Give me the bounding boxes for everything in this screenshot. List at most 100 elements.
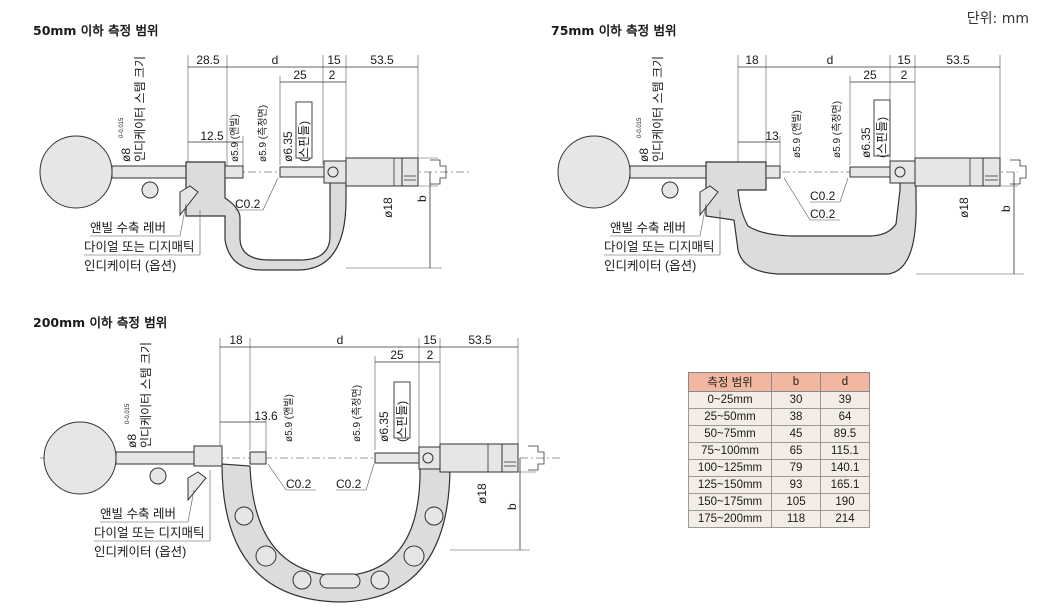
table-cell: 190 <box>820 493 870 511</box>
dim-sub-2: 2 <box>901 68 908 82</box>
dim-top-d: d <box>337 333 344 347</box>
diagram-title-200: 200mm 이하 측정 범위 <box>33 315 168 330</box>
label-chamfer: C0.2 <box>286 477 312 491</box>
label-stem-tol: 0-0.015 <box>119 117 125 138</box>
dim-sub-2: 2 <box>329 68 336 82</box>
table-cell: 38 <box>771 408 821 426</box>
label-thimble-diam: ø18 <box>381 197 395 218</box>
table-cell: 75~100mm <box>688 442 772 460</box>
dim-top-1: 18 <box>229 333 243 347</box>
dim-sub-25: 25 <box>293 68 307 82</box>
dim-small: 13 <box>765 129 779 143</box>
dim-top-1: 28.5 <box>196 53 220 67</box>
table-cell: 39 <box>820 391 870 409</box>
label-b: b <box>505 503 519 510</box>
label-spindle-diam: ø6.35 <box>377 411 391 442</box>
label-stem-size: 인디케이터 스템 크기 <box>133 56 147 162</box>
unit-label: 단위: mm <box>966 11 1029 27</box>
callout-dial: 다이얼 또는 디지매틱 <box>84 240 194 254</box>
label-anvil-diam: ø5.9 (앤빌) <box>283 394 295 442</box>
label-stem-diam: ø8 <box>637 148 651 162</box>
table-cell: 45 <box>771 425 821 443</box>
dim-top-3: 15 <box>327 53 341 67</box>
dim-top-3: 15 <box>423 333 437 347</box>
table-cell: 150~175mm <box>688 493 772 511</box>
callout-lever: 앤빌 수축 레버 <box>100 507 176 521</box>
diagram-title-50: 50mm 이하 측정 범위 <box>33 23 159 38</box>
micrometer-drawing-200: 18 d 15 53.5 25 2 13.6 ø5.9 (앤빌) ø5.9 (측… <box>40 333 560 603</box>
table-cell: 65 <box>771 442 821 460</box>
callout-indicator: 인디케이터 (옵션) <box>94 545 186 559</box>
table-header: d <box>820 372 870 392</box>
callout-lever: 앤빌 수축 레버 <box>90 221 166 235</box>
label-face-diam: ø5.9 (측정면) <box>257 105 269 162</box>
dim-top-1: 18 <box>745 53 759 67</box>
label-spindle-diam: ø6.35 <box>859 127 873 158</box>
dim-top-3: 15 <box>897 53 911 67</box>
callout-indicator: 인디케이터 (옵션) <box>604 259 696 273</box>
table-cell: 140.1 <box>820 459 870 477</box>
micrometer-drawing-50: 28.5 d 15 53.5 25 2 12.5 ø5.9 (앤빌) ø5.9 … <box>39 53 470 273</box>
table-cell: 118 <box>771 510 821 528</box>
table-cell: 25~50mm <box>688 408 772 426</box>
label-thimble-diam: ø18 <box>957 197 971 218</box>
label-chamfer: C0.2 <box>235 197 261 211</box>
label-thimble-diam: ø18 <box>475 483 489 504</box>
table-cell: 105 <box>771 493 821 511</box>
label-spindle: (스핀들) <box>875 117 889 158</box>
label-face-diam: ø5.9 (측정면) <box>351 385 363 442</box>
dim-top-4: 53.5 <box>468 333 492 347</box>
label-b: b <box>999 205 1013 212</box>
label-chamfer: C0.2 <box>810 189 836 203</box>
label-stem-size: 인디케이터 스템 크기 <box>651 56 665 162</box>
label-face-diam: ø5.9 (측정면) <box>831 101 843 158</box>
label-anvil-diam: ø5.9 (앤빌) <box>229 114 241 162</box>
label-stem-size: 인디케이터 스템 크기 <box>139 342 153 448</box>
callout-dial: 다이얼 또는 디지매틱 <box>94 526 204 540</box>
dim-sub-25: 25 <box>863 68 877 82</box>
callout-dial: 다이얼 또는 디지매틱 <box>604 240 714 254</box>
table-cell: 93 <box>771 476 821 494</box>
table-cell: 165.1 <box>820 476 870 494</box>
dim-small: 12.5 <box>200 129 224 143</box>
table-cell: 79 <box>771 459 821 477</box>
label-stem-diam: ø8 <box>125 434 139 448</box>
table-cell: 64 <box>820 408 870 426</box>
dim-top-4: 53.5 <box>370 53 394 67</box>
label-b: b <box>415 195 429 202</box>
diagram-title-75: 75mm 이하 측정 범위 <box>551 23 677 38</box>
table-cell: 214 <box>820 510 870 528</box>
label-spindle: (스핀들) <box>297 121 311 162</box>
label-stem-diam: ø8 <box>119 148 133 162</box>
table-cell: 50~75mm <box>688 425 772 443</box>
table-header: b <box>771 372 821 392</box>
dim-small: 13.6 <box>254 409 278 423</box>
table-cell: 115.1 <box>820 442 870 460</box>
table-cell: 0~25mm <box>688 391 772 409</box>
micrometer-drawing-75: 18 d 15 53.5 25 2 13 ø5.9 (앤빌) ø5.9 (측정면… <box>557 53 1027 275</box>
label-stem-tol: 0-0.015 <box>637 117 643 138</box>
table-cell: 30 <box>771 391 821 409</box>
label-chamfer-2: C0.2 <box>810 207 836 221</box>
label-stem-tol: 0-0.015 <box>125 403 131 424</box>
dim-top-d: d <box>272 53 279 67</box>
dim-sub-2: 2 <box>427 348 434 362</box>
table-cell: 89.5 <box>820 425 870 443</box>
table-cell: 100~125mm <box>688 459 772 477</box>
dim-sub-25: 25 <box>390 348 404 362</box>
callout-lever: 앤빌 수축 레버 <box>610 221 686 235</box>
table-cell: 125~150mm <box>688 476 772 494</box>
label-chamfer-2: C0.2 <box>336 477 362 491</box>
label-spindle: (스핀들) <box>395 401 409 442</box>
table-cell: 175~200mm <box>688 510 772 528</box>
dim-top-d: d <box>827 53 834 67</box>
